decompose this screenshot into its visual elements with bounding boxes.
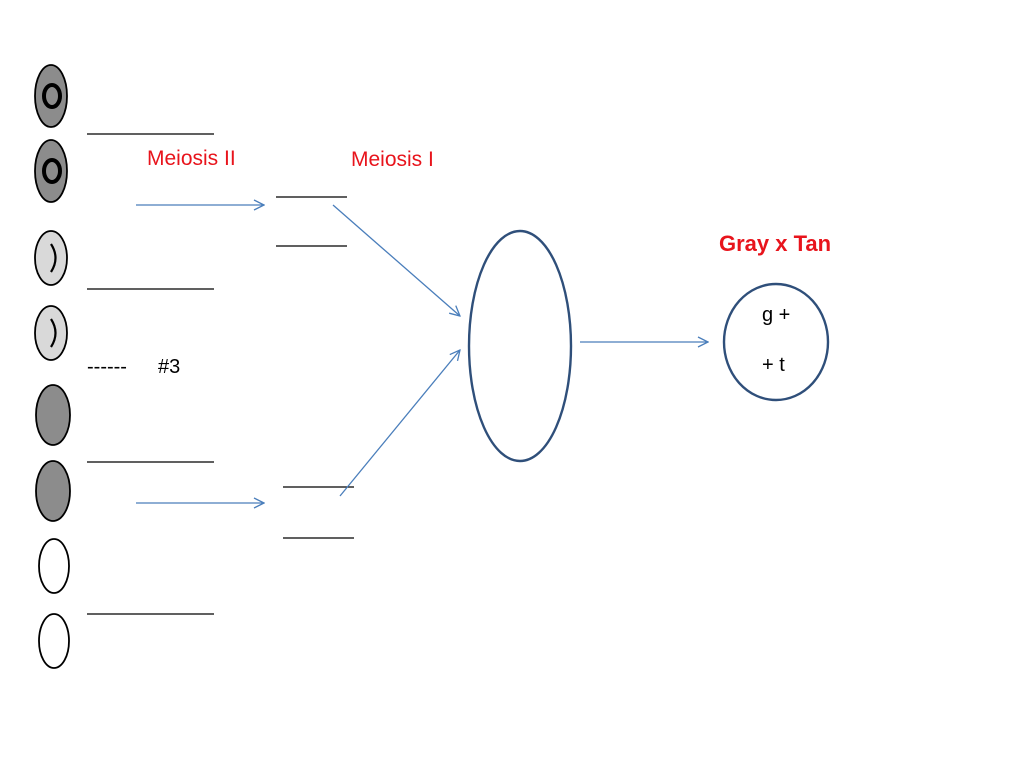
number-dashes: ------ (87, 356, 127, 378)
intermediate-answer-blanks (276, 196, 354, 539)
oval-cell-icon (34, 139, 68, 203)
parent-cell-outline (722, 282, 830, 402)
gamete-cell-6 (35, 460, 71, 522)
oval-cell-icon (34, 230, 68, 286)
cross-label: Gray x Tan (719, 231, 831, 256)
gamete-cell-1 (34, 64, 68, 128)
gamete-cell-3 (34, 230, 68, 286)
allele-line-1: g + (762, 304, 790, 326)
process-arrows (136, 205, 708, 503)
chromosome-arc-icon (50, 318, 57, 348)
gamete-cell-column (34, 64, 71, 669)
chromosome-ring-icon (42, 83, 62, 109)
chromosome-arc-icon (50, 243, 57, 273)
gamete-cell-8 (38, 613, 70, 669)
intermediate-cell (467, 229, 573, 463)
meiosis-i-label: Meiosis I (351, 148, 434, 171)
chromosome-ring-icon (42, 158, 62, 184)
number-label: #3 (158, 356, 180, 378)
arrow-diagonal-up-icon (339, 350, 460, 497)
arrow-diagonal-down-icon (332, 204, 460, 316)
parent-cell: g + + t (722, 282, 830, 402)
gamete-cell-2 (34, 139, 68, 203)
gamete-cell-4 (34, 305, 68, 361)
allele-line-2: + t (762, 354, 785, 376)
gamete-cell-5 (35, 384, 71, 446)
gamete-answer-blanks (87, 133, 214, 615)
oval-cell-icon (34, 64, 68, 128)
gamete-cell-7 (38, 538, 70, 594)
meiosis-ii-label: Meiosis II (147, 147, 236, 170)
oval-cell-icon (34, 305, 68, 361)
